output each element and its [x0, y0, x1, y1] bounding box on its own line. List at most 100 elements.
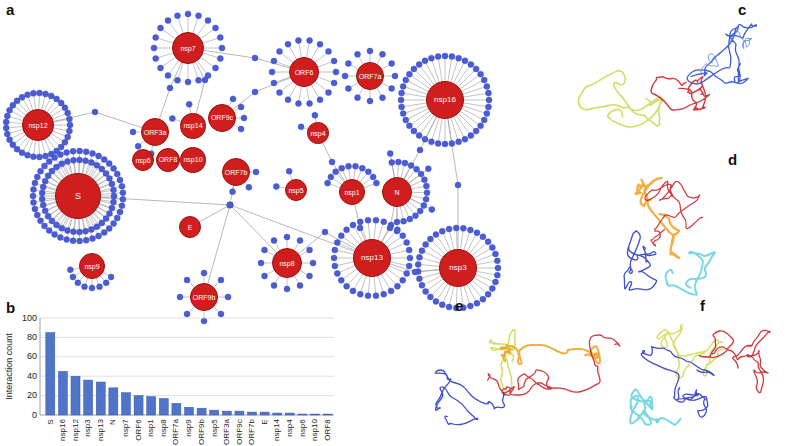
- partner-dot: [205, 17, 211, 23]
- partner-dot: [54, 164, 60, 170]
- partner-dot: [462, 136, 468, 142]
- partner-dot: [230, 96, 236, 102]
- bar: [185, 407, 194, 415]
- partner-dot: [357, 291, 363, 297]
- protein-ribbon: [641, 347, 714, 417]
- protein-ribbon: [624, 231, 656, 290]
- axis-tick-label: nsp10: [311, 419, 319, 441]
- protein-node: nsp16: [426, 81, 464, 119]
- partner-dot: [114, 171, 120, 177]
- partner-dot: [271, 283, 277, 289]
- partner-dot: [77, 238, 83, 244]
- partner-dot: [380, 51, 386, 57]
- protein-node: ORF9c: [208, 104, 236, 132]
- partner-dot: [64, 159, 70, 165]
- partner-dot: [442, 141, 448, 147]
- node-label: nsp14: [183, 122, 202, 129]
- partner-dot: [41, 223, 47, 229]
- partner-dot: [389, 159, 395, 165]
- partner-dot: [276, 48, 282, 54]
- node-label: nsp12: [28, 122, 47, 129]
- protein-node: nsp1: [339, 179, 365, 205]
- partner-dot: [407, 255, 413, 261]
- node-label: nsp3: [449, 264, 466, 272]
- partner-dot: [77, 148, 83, 154]
- partner-dot: [271, 58, 277, 64]
- partner-dot: [66, 128, 72, 134]
- bar: [109, 388, 118, 415]
- partner-dot: [45, 213, 51, 219]
- partner-dot: [106, 225, 112, 231]
- partner-dot: [83, 158, 89, 164]
- partner-dot: [429, 207, 435, 213]
- partner-dot: [422, 58, 428, 64]
- axis-title: Interaction count: [5, 333, 14, 400]
- partner-dot: [177, 294, 183, 300]
- partner-dot: [66, 116, 72, 122]
- partner-dot: [367, 48, 373, 54]
- partner-dot: [474, 300, 480, 306]
- partner-dot: [269, 69, 275, 75]
- partner-dot: [322, 229, 328, 235]
- partner-dot: [110, 199, 116, 205]
- partner-dot: [331, 58, 337, 64]
- partner-dot: [7, 107, 13, 113]
- partner-dot: [416, 276, 422, 282]
- partner-dot: [468, 133, 474, 139]
- partner-dot: [332, 247, 338, 253]
- partner-dot: [460, 225, 466, 231]
- partner-dot: [70, 148, 76, 154]
- partner-dot: [227, 202, 233, 208]
- partner-dot: [494, 272, 500, 278]
- partner-dot: [32, 180, 38, 186]
- protein-node: N: [382, 177, 412, 207]
- partner-dot: [106, 211, 112, 217]
- partner-dot: [333, 169, 339, 175]
- panel-letter: a: [6, 2, 14, 17]
- partner-dot: [411, 66, 417, 72]
- partner-dot: [119, 203, 125, 209]
- partner-dot: [4, 131, 10, 137]
- bar: [197, 408, 206, 415]
- partner-dot: [407, 216, 413, 222]
- partner-dot: [238, 126, 244, 132]
- partner-dot: [406, 247, 412, 253]
- protein-node: nsp14: [180, 113, 205, 138]
- partner-dot: [422, 136, 428, 142]
- partner-dot: [326, 90, 332, 96]
- partner-dot: [485, 291, 491, 297]
- partner-dot: [285, 41, 291, 47]
- partner-dot: [350, 288, 356, 294]
- partner-dot: [485, 104, 491, 110]
- partner-dot: [416, 133, 422, 139]
- partner-dot: [227, 202, 233, 208]
- partner-dot: [30, 193, 36, 199]
- partner-dot: [373, 217, 379, 223]
- partner-dot: [338, 233, 344, 239]
- protein-node: nsp5: [285, 179, 307, 201]
- partner-dot: [344, 283, 350, 289]
- partner-dot: [380, 95, 386, 101]
- partner-dot: [423, 183, 429, 189]
- axis-tick-label: ORF7b: [248, 419, 256, 445]
- partner-dot: [329, 159, 335, 165]
- protein-ribbon: [490, 330, 515, 391]
- partner-dot: [406, 123, 412, 129]
- partner-dot: [446, 226, 452, 232]
- partner-dot: [480, 296, 486, 302]
- partner-dot: [88, 160, 94, 166]
- axis-tick-label: nsp6: [298, 419, 306, 436]
- axis-tick-label: ORF9b: [198, 419, 206, 445]
- bar: [298, 414, 307, 416]
- partner-dot: [40, 184, 46, 190]
- partner-dot: [67, 267, 73, 273]
- partner-dot: [238, 104, 244, 110]
- partner-dot: [30, 90, 36, 96]
- partner-dot: [400, 111, 406, 117]
- partner-dot: [10, 142, 16, 148]
- protein-node: nsp10: [180, 147, 205, 172]
- partner-dot: [435, 140, 441, 146]
- bar: [121, 393, 130, 415]
- grid-line: [40, 318, 334, 319]
- partner-dot: [246, 184, 252, 190]
